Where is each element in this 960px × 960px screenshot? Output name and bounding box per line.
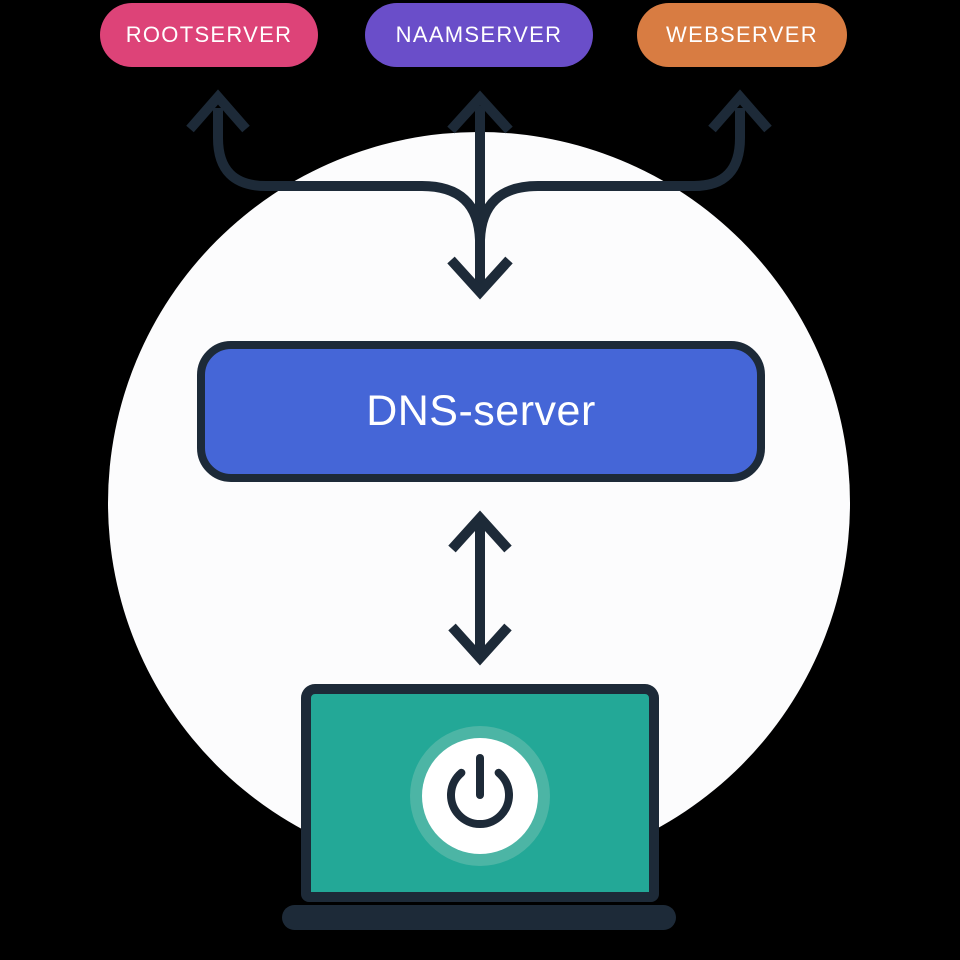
webserver-label: WEBSERVER (666, 22, 818, 47)
naamserver-pill: NAAMSERVER (365, 3, 593, 67)
dns-server-label: DNS-server (366, 387, 596, 435)
arrowhead-up-lower-icon (448, 510, 512, 553)
naamserver-label: NAAMSERVER (395, 22, 563, 47)
arrowhead-down-lower-icon (448, 623, 512, 666)
left-branch-line (213, 108, 485, 241)
dns-server-box: DNS-server (197, 341, 765, 482)
arrowhead-up-right-icon (708, 89, 772, 133)
webserver-pill: WEBSERVER (637, 3, 847, 67)
rootserver-label: ROOTSERVER (125, 22, 293, 47)
arrowhead-up-center-icon (447, 90, 513, 134)
rootserver-pill: ROOTSERVER (100, 3, 318, 67)
right-branch-line (475, 108, 745, 241)
laptop-base (282, 905, 676, 930)
arrowhead-up-left-icon (186, 89, 250, 133)
power-icon (447, 754, 513, 829)
arrowhead-down-icon (447, 256, 513, 300)
